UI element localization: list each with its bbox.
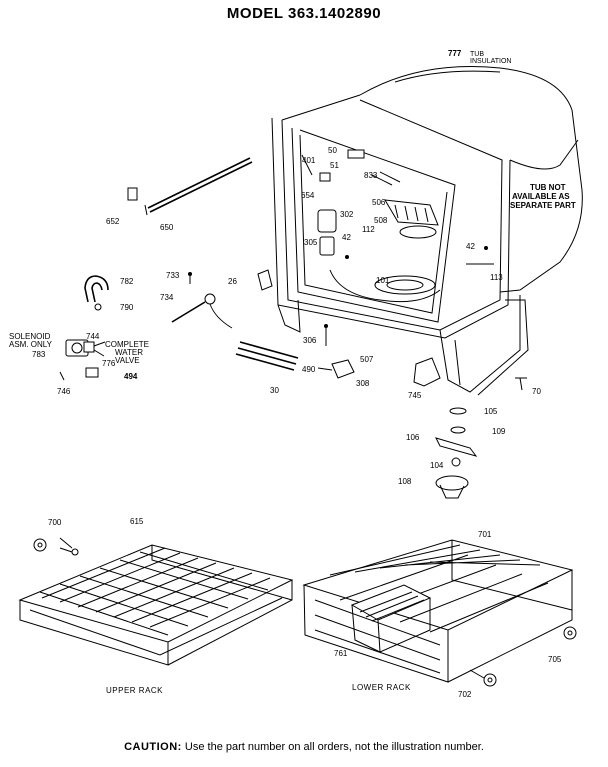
label-701: 701	[478, 530, 492, 539]
label-105: 105	[484, 407, 498, 416]
note-tub-not-available-3: SEPARATE PART	[510, 201, 576, 210]
labels: 777 TUB INSULATION TUB NOT AVAILABLE AS …	[9, 49, 576, 699]
label-705: 705	[548, 655, 562, 664]
note-tub-insulation-2: INSULATION	[470, 58, 512, 65]
label-101: 101	[376, 276, 390, 285]
label-490: 490	[302, 365, 316, 374]
note-complete-2: WATER	[115, 348, 143, 357]
label-51: 51	[330, 161, 339, 170]
label-109: 109	[492, 427, 506, 436]
caption-upper-rack: UPPER RACK	[106, 686, 163, 695]
label-654: 654	[301, 191, 315, 200]
label-70: 70	[532, 387, 541, 396]
note-tub-not-available-2: AVAILABLE AS	[512, 192, 570, 201]
note-solenoid-2: ASM. ONLY	[9, 340, 53, 349]
note-tub-not-available-1: TUB NOT	[530, 183, 566, 192]
left-parts	[59, 157, 299, 381]
label-650: 650	[160, 223, 174, 232]
label-783: 783	[32, 350, 46, 359]
label-401: 401	[302, 156, 316, 165]
label-506: 506	[372, 198, 386, 207]
label-744: 744	[86, 332, 100, 341]
caution-label: CAUTION:	[124, 741, 182, 753]
label-508: 508	[374, 216, 388, 225]
label-833: 833	[364, 171, 378, 180]
label-615: 615	[130, 517, 144, 526]
label-652: 652	[106, 217, 120, 226]
label-308: 308	[356, 379, 370, 388]
label-761: 761	[334, 649, 348, 658]
label-108: 108	[398, 477, 412, 486]
caution-text: Use the part number on all orders, not t…	[181, 741, 484, 753]
label-700: 700	[48, 518, 62, 527]
note-complete-1: COMPLETE	[105, 340, 149, 349]
label-42a: 42	[342, 233, 351, 242]
upper-rack	[18, 537, 294, 666]
label-777: 777	[448, 49, 462, 58]
label-782: 782	[120, 277, 134, 286]
label-734: 734	[160, 293, 174, 302]
label-507: 507	[360, 355, 374, 364]
label-733: 733	[166, 271, 180, 280]
caution-footer: CAUTION: Use the part number on all orde…	[0, 741, 608, 753]
label-306: 306	[303, 336, 317, 345]
tub-assembly	[271, 66, 583, 396]
label-113: 113	[490, 273, 503, 282]
label-305: 305	[304, 238, 318, 247]
diagram-title: MODEL 363.1402890	[226, 5, 382, 22]
label-302: 302	[340, 210, 354, 219]
label-776: 776	[102, 359, 116, 368]
label-702: 702	[458, 690, 472, 699]
label-42b: 42	[466, 242, 475, 251]
label-30: 30	[270, 386, 279, 395]
caption-lower-rack: LOWER RACK	[352, 683, 411, 692]
label-746: 746	[57, 387, 71, 396]
lower-rack	[302, 539, 577, 687]
label-106: 106	[406, 433, 420, 442]
note-tub-insulation-1: TUB	[470, 51, 484, 58]
note-solenoid-1: SOLENOID	[9, 332, 51, 341]
label-745: 745	[408, 391, 422, 400]
label-112: 112	[362, 225, 375, 234]
label-790: 790	[120, 303, 134, 312]
label-494: 494	[124, 372, 138, 381]
label-104: 104	[430, 461, 444, 470]
label-50: 50	[328, 146, 337, 155]
note-complete-3: VALVE	[115, 356, 140, 365]
bottom-parts	[317, 324, 527, 499]
label-26: 26	[228, 277, 237, 286]
